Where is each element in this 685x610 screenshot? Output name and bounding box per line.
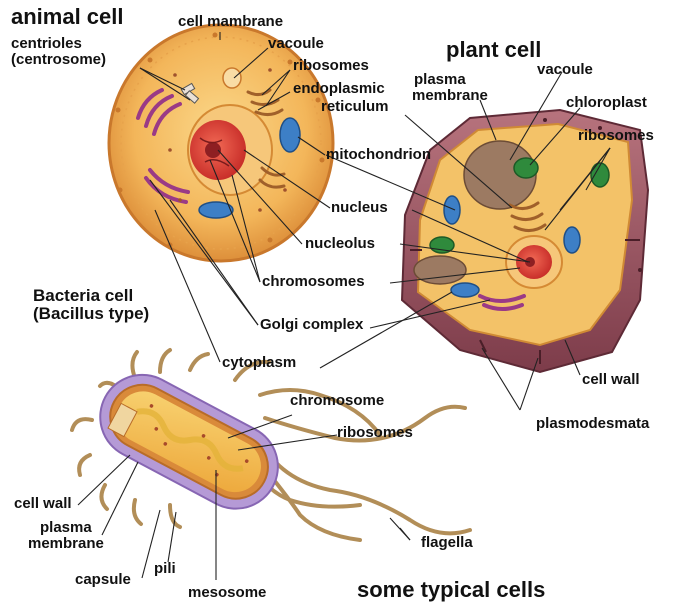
label-plasma-membrane-plant: plasma membrane: [412, 72, 488, 104]
label-reticulum: reticulum: [321, 98, 389, 116]
bacteria-cell-title-line2: (Bacillus type): [33, 305, 149, 323]
bacteria-cell-title: Bacteria cell (Bacillus type): [33, 287, 149, 324]
label-nucleus: nucleus: [331, 200, 388, 216]
animal-cell-title: animal cell: [11, 5, 124, 29]
plant-cell-title: plant cell: [446, 38, 541, 62]
label-chromosomes: chromosomes: [262, 274, 365, 290]
label-ribosomes-plant: ribosomes: [578, 128, 654, 144]
label-centrioles-line2: (centrosome): [11, 52, 106, 68]
label-chloroplast: chloroplast: [566, 95, 647, 111]
label-plasma-membrane-plant-line1: plasma: [414, 72, 488, 88]
label-cell-mambrane: cell mambrane: [178, 14, 283, 30]
label-cytoplasm: cytoplasm: [222, 355, 296, 371]
label-plasmodesmata: plasmodesmata: [536, 416, 649, 432]
label-flagella: flagella: [421, 535, 473, 551]
label-vacoule-plant: vacoule: [537, 62, 593, 78]
label-endoplasmic-reticulum: endoplasmic reticulum: [293, 80, 389, 116]
label-plasma-membrane-plant-line2: membrane: [412, 88, 488, 104]
chloroplast: [514, 158, 538, 178]
label-plasma-membrane-bacteria-line1: plasma: [40, 520, 104, 536]
label-nucleolus: nucleolus: [305, 236, 375, 252]
bacteria-cell-title-line1: Bacteria cell: [33, 287, 149, 305]
label-ribosomes-animal: ribosomes: [293, 58, 369, 74]
caption: some typical cells: [357, 578, 545, 602]
label-cell-wall-plant: cell wall: [582, 372, 640, 388]
label-mesosome: mesosome: [188, 585, 266, 601]
plant-cell-drawing: [402, 110, 648, 372]
label-vacoule-animal: vacoule: [268, 36, 324, 52]
label-pili: pili: [154, 561, 176, 577]
label-mitochondrion: mitochondrion: [326, 147, 431, 163]
mitochondrion: [280, 118, 300, 152]
label-centrioles: centrioles (centrosome): [11, 36, 106, 68]
label-plasma-membrane-bacteria: plasma membrane: [28, 520, 104, 552]
label-cell-wall-bacteria: cell wall: [14, 496, 72, 512]
label-capsule: capsule: [75, 572, 131, 588]
label-plasma-membrane-bacteria-line2: membrane: [28, 536, 104, 552]
label-chromosome-bacteria: chromosome: [290, 393, 384, 409]
label-endoplasmic: endoplasmic: [293, 80, 389, 98]
label-centrioles-line1: centrioles: [11, 36, 106, 52]
label-golgi-complex: Golgi complex: [260, 317, 363, 333]
label-ribosomes-bacteria: ribosomes: [337, 425, 413, 441]
